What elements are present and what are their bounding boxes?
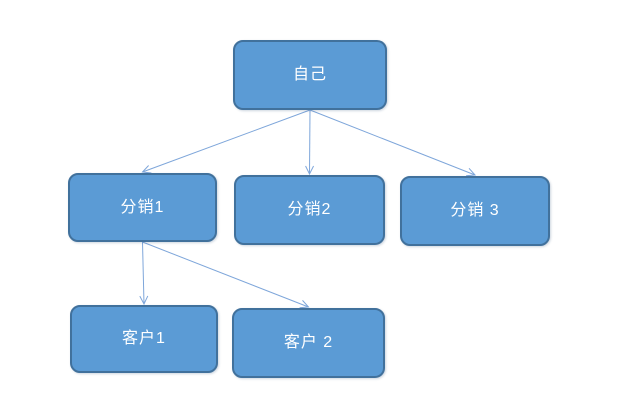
connector-self-dist2	[305, 109, 315, 176]
connector-self-dist1	[141, 109, 311, 174]
connector-dist1-cust2	[142, 241, 310, 309]
node-label: 自己	[292, 66, 327, 83]
node-label: 分销 3	[450, 202, 500, 219]
node-cust2: 客户 2	[232, 308, 385, 378]
node-dist2: 分销2	[234, 175, 385, 245]
connector-self-dist3	[309, 109, 477, 177]
node-dist3: 分销 3	[400, 176, 550, 246]
connector-dist1-cust1	[139, 241, 149, 306]
node-cust1: 客户1	[70, 305, 218, 373]
node-label: 客户 2	[283, 334, 334, 351]
node-label: 客户1	[122, 330, 166, 347]
node-self: 自己	[233, 40, 387, 110]
node-label: 分销2	[287, 201, 332, 218]
node-dist1: 分销1	[68, 173, 217, 242]
node-label: 分销1	[120, 198, 165, 216]
